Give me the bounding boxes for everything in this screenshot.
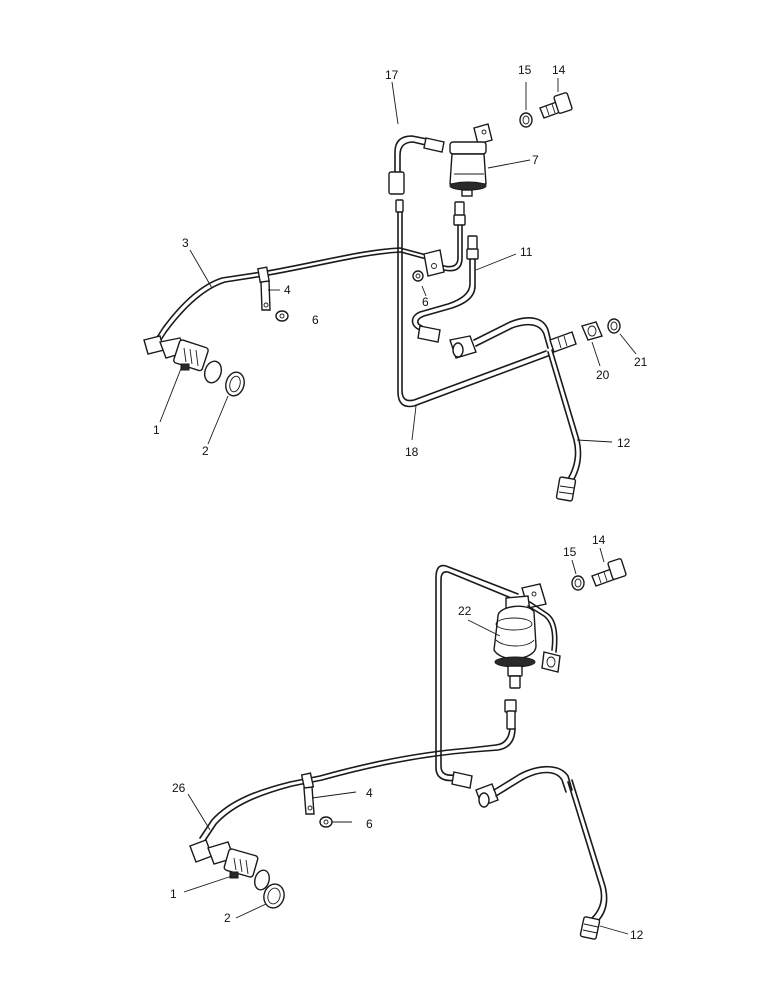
callout-12-top: 12 (617, 436, 631, 450)
filter-inlet-fitting (504, 699, 517, 730)
filter-outlet-pipe (443, 201, 466, 272)
callout-6-left: 6 (312, 313, 319, 327)
callout-15-bottom: 15 (563, 545, 577, 559)
callout-4-bottom: 4 (366, 786, 373, 800)
callout-2-bottom: 2 (224, 911, 231, 925)
nut-20 (581, 321, 603, 341)
callout-2: 2 (202, 444, 209, 458)
callout-14: 14 (552, 63, 566, 77)
washer-6-center (412, 270, 424, 282)
callout-14-bottom: 14 (592, 533, 606, 547)
callout-20: 20 (596, 368, 610, 382)
pipe-12-bottom (567, 779, 608, 940)
pipe-18 (395, 199, 549, 408)
callout-21: 21 (634, 355, 648, 369)
callout-22: 22 (458, 604, 472, 618)
top-assembly: 17 15 14 7 3 11 4 6 6 1 2 18 20 21 12 (143, 63, 648, 502)
fuel-filter-22 (493, 583, 561, 689)
washer-6-left (275, 310, 289, 322)
bottom-assembly: 15 14 22 26 4 6 1 2 12 (170, 533, 644, 942)
top-leaders (159, 78, 637, 445)
banjo-fitting (449, 317, 553, 359)
pipe-17 (388, 135, 445, 195)
sealing-washer-2-bottom (263, 883, 285, 909)
callout-18: 18 (405, 445, 419, 459)
callout-3: 3 (182, 236, 189, 250)
callout-26: 26 (172, 781, 186, 795)
callout-4: 4 (284, 283, 291, 297)
bottom-leaders (183, 547, 629, 935)
connector-1 (143, 335, 223, 384)
screw-14-bottom (591, 558, 627, 587)
pipe-26 (199, 725, 516, 843)
callout-1-bottom: 1 (170, 887, 177, 901)
callout-15: 15 (518, 63, 532, 77)
pipe-3 (151, 247, 431, 350)
top-callouts: 17 15 14 7 3 11 4 6 6 1 2 18 20 21 12 (153, 63, 648, 459)
connector-1-bottom (189, 839, 270, 891)
clamp-bracket-4 (257, 266, 271, 311)
bottom-callouts: 15 14 22 26 4 6 1 2 12 (170, 533, 644, 942)
sealing-washer-2 (225, 371, 245, 397)
pipe-11 (411, 235, 479, 343)
return-pipe-bottom (435, 564, 519, 789)
callout-17: 17 (385, 68, 399, 82)
callout-11: 11 (520, 245, 533, 259)
union-fitting (549, 331, 577, 353)
washer-21 (607, 318, 621, 334)
banjo-fitting-bottom (475, 765, 573, 808)
callout-1: 1 (153, 423, 160, 437)
callout-6-bottom: 6 (366, 817, 373, 831)
pipe-clamp-6 (423, 249, 445, 277)
pipe-12-top (547, 349, 582, 502)
callout-12-bottom: 12 (630, 928, 644, 942)
screw-14-top (539, 92, 573, 119)
washer-15-top (519, 112, 533, 128)
washer-6-bottom (319, 816, 333, 828)
callout-6-center: 6 (422, 295, 429, 309)
callout-7: 7 (532, 153, 539, 167)
fuel-filter-7 (449, 123, 493, 197)
washer-15-bottom (571, 575, 585, 591)
clamp-bracket-4-bottom (300, 772, 315, 815)
